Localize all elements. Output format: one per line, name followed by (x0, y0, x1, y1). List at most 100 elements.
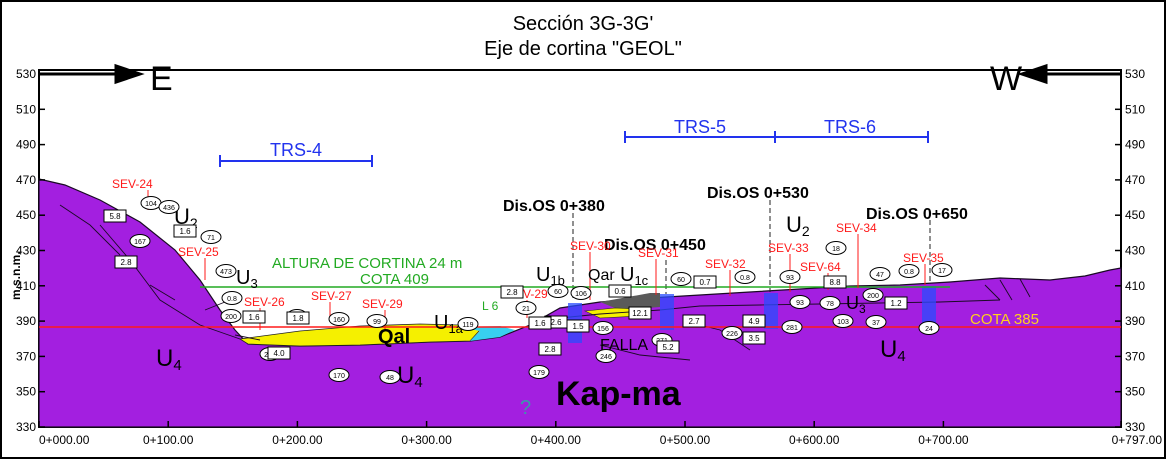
unit-u3-label: U3 (236, 267, 258, 291)
resistivity-oval-value: 170 (333, 373, 345, 380)
y-tick-label: 430 (16, 244, 36, 258)
unit-u1c-label: U1c (620, 264, 649, 288)
qar-dark-fill (600, 293, 660, 310)
resistivity-oval-value: 60 (554, 289, 562, 296)
resistivity-box (286, 311, 310, 325)
resistivity-oval-value: 93 (796, 300, 804, 307)
resistivity-oval (129, 234, 151, 248)
y-tick-label: 370 (16, 349, 36, 363)
unit-labels: U2 U3 U1a U1b U1c U2 U3 U4 U4 U4 Qal Qar… (156, 204, 906, 419)
resistivity-box (173, 224, 197, 238)
x-tick-label: 0+700.00 (918, 433, 969, 447)
arrow-icon (39, 63, 1121, 85)
resistivity-oval (918, 321, 940, 335)
x-tick-label: 0+200.00 (272, 433, 323, 447)
sev-label: SEV-35 (903, 251, 944, 265)
sev-label: SEV-26 (244, 295, 285, 309)
sev-label: SEV-64 (800, 260, 841, 274)
direction-west: W (990, 60, 1022, 98)
resistivity-box-value: 2.6 (550, 318, 562, 327)
trs-label: TRS-6 (824, 117, 876, 137)
x-tick-label: 0+000.00 (39, 433, 90, 447)
y-tick-label: 370 (1125, 349, 1145, 363)
resistivity-oval (781, 320, 803, 334)
l6-label: L 6 (482, 299, 499, 313)
resistivity-oval-value: 0.8 (904, 269, 914, 276)
borehole-bar (660, 294, 674, 330)
unit-u4-label-right: U4 (880, 336, 906, 365)
cota-409-label: COTA 409 (360, 271, 429, 288)
resistivity-oval-value: 473 (220, 269, 232, 276)
resistivity-oval (528, 365, 550, 379)
resistivity-oval (366, 314, 388, 328)
sev-label: SEV-34 (836, 221, 877, 235)
resistivity-oval (779, 270, 801, 284)
resistivity-box-value: 2.8 (120, 258, 132, 267)
trs-label: TRS-5 (674, 117, 726, 137)
borehole-bar (764, 293, 778, 329)
resistivity-oval-value: 104 (145, 201, 157, 208)
x-tick-label: 0+300.00 (401, 433, 452, 447)
resistivity-oval (734, 270, 756, 284)
unit-u3-label-right: U3 (846, 293, 866, 316)
y-tick-label: 430 (1125, 244, 1145, 258)
y-tick-label: 530 (16, 67, 36, 81)
resistivity-oval-value: 21 (522, 306, 530, 313)
resistivity-oval (865, 315, 887, 329)
resistivity-oval (221, 291, 243, 305)
resistivity-oval (158, 200, 180, 214)
dam-height-label: ALTURA DE CORTINA 24 m (272, 255, 462, 272)
y-tick-label: 470 (1125, 173, 1145, 187)
resistivity-oval (200, 230, 222, 244)
resistivity-box-value: 2.8 (544, 345, 556, 354)
y-tick-label: 530 (1125, 67, 1145, 81)
title-line-1: Sección 3G-3G' (513, 13, 654, 35)
resistivity-oval (789, 295, 811, 309)
resistivity-oval-value: 24 (925, 326, 933, 333)
sev-label: SEV-27 (311, 289, 352, 303)
resistivity-box-value: 3.5 (748, 334, 760, 343)
resistivity-box (682, 314, 706, 328)
resistivity-oval (832, 314, 854, 328)
resistivity-oval (457, 317, 479, 331)
resistivity-box (742, 314, 766, 328)
resistivity-box-value: 0.7 (699, 278, 711, 287)
resistivity-oval-value: 78 (826, 301, 834, 308)
resistivity-oval (328, 312, 350, 326)
borehole-bar (922, 286, 936, 330)
resistivity-box-value: 4.9 (748, 317, 760, 326)
resistivity-oval-value: 18 (832, 246, 840, 253)
resistivity-oval-value: 106 (575, 291, 587, 298)
resistivity-oval (825, 241, 847, 255)
y-tick-label: 490 (16, 138, 36, 152)
resistivity-oval (215, 264, 237, 278)
resistivity-box (628, 306, 652, 320)
resistivity-oval-value: 71 (207, 235, 215, 242)
resistivity-oval-value: 200 (867, 293, 879, 300)
trs-label: TRS-4 (270, 140, 322, 160)
resistivity-box (693, 275, 717, 289)
resistivity-oval (898, 264, 920, 278)
unit-kap-ma-label: Kap-ma (556, 375, 682, 413)
resistivity-oval (862, 288, 884, 302)
resistivity-oval-value: 99 (373, 319, 381, 326)
resistivity-box (267, 346, 291, 360)
resistivity-oval (379, 370, 401, 384)
resistivity-box (656, 340, 680, 354)
resistivity-box (538, 342, 562, 356)
y-tick-label: 390 (1125, 314, 1145, 328)
resistivity-box (608, 284, 632, 298)
resistivity-box-value: 5.8 (109, 212, 121, 221)
y-tick-label: 350 (16, 385, 36, 399)
dis-os-lines (572, 200, 931, 300)
dis-os-label: Dis.OS 0+380 (503, 198, 605, 215)
sev-label: SEV-31 (638, 246, 679, 260)
sev-label: SEV-33 (768, 241, 809, 255)
y-tick-label: 490 (1125, 138, 1145, 152)
resistivity-box-value: 1.6 (248, 313, 260, 322)
y-tick-label: 470 (16, 173, 36, 187)
resistivity-oval (595, 349, 617, 363)
resistivity-oval-value: 436 (163, 205, 175, 212)
